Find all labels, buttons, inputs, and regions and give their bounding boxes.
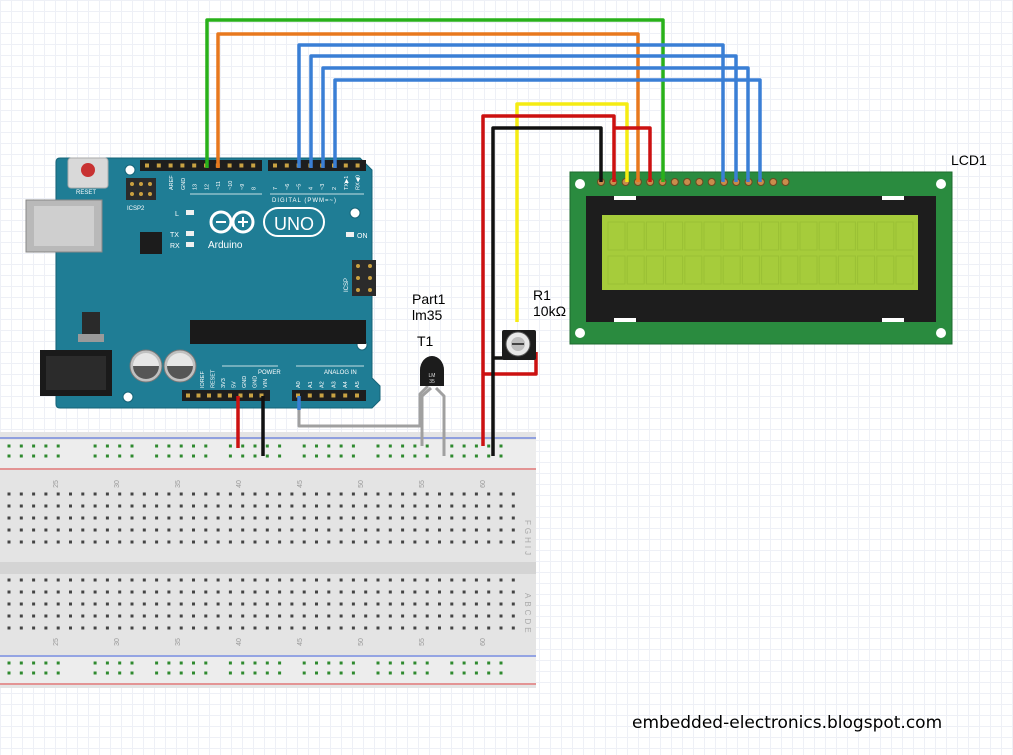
pin-label: RESET	[211, 369, 217, 388]
pin-label: 13	[193, 184, 199, 190]
column-number: 30	[114, 638, 121, 646]
microcontroller-chip	[190, 320, 366, 344]
icsp-label: ICSP	[344, 278, 350, 292]
pot-value-label: 10kΩ	[533, 303, 567, 319]
pin-label: GND	[253, 376, 259, 388]
lm35-temperature-sensor: LM 35	[420, 356, 444, 386]
analog-label: ANALOG IN	[324, 370, 357, 376]
lcd-label: LCD1	[951, 152, 987, 168]
lcd-screen	[602, 215, 918, 290]
sensor-marking-1: LM	[429, 373, 436, 379]
column-number: 45	[297, 638, 304, 646]
arduino-logo	[209, 207, 325, 237]
pin-label: 8	[252, 187, 258, 190]
footer-credit: embedded-electronics.blogspot.com	[632, 713, 943, 733]
model-name: UNO	[274, 214, 314, 234]
column-number: 30	[114, 480, 121, 488]
pin-label: ~10	[228, 181, 234, 190]
row-letters-top: FGHIJ	[523, 520, 532, 558]
pin-label: A3	[331, 381, 337, 388]
pin-label: A0	[296, 381, 302, 388]
wire-black-lcd	[491, 126, 603, 456]
column-number: 25	[53, 480, 60, 488]
column-number: 50	[358, 638, 365, 646]
wire-blue-d7	[333, 78, 762, 182]
pin-label: IOREF	[200, 371, 206, 388]
wire-blue-d5	[309, 54, 738, 182]
pin-label: GND	[242, 376, 248, 388]
on-label: ON	[357, 233, 368, 240]
pin-label: 7	[273, 187, 279, 190]
sensor-model-label: lm35	[412, 307, 443, 323]
pin-label: GND	[181, 178, 187, 190]
row-letters-bottom: ABCDE	[523, 593, 532, 636]
wire-orange	[216, 32, 640, 182]
digital-label: DIGITAL (PWM=~)	[272, 198, 337, 204]
sensor-ref-label: T1	[417, 333, 434, 349]
wires	[205, 18, 762, 456]
wire-grey-gnd	[434, 386, 446, 456]
pin-label: ~5	[297, 184, 303, 190]
pin-label: ~11	[216, 181, 222, 190]
column-number: 25	[53, 638, 60, 646]
potentiometer	[502, 330, 536, 360]
power-label: POWER	[258, 370, 281, 376]
column-number: 35	[175, 638, 182, 646]
wire-grey-signal	[297, 384, 430, 428]
pin-label: A2	[320, 381, 326, 388]
column-number: 60	[480, 480, 487, 488]
column-number: 55	[419, 638, 426, 646]
pin-label: TX▶1	[344, 176, 350, 190]
pin-label: RX◀0	[356, 175, 362, 190]
arduino-pin-labels: AREF GND 13 12 ~11 ~10 ~9 8 7 ~6 ~5 4 ~3 2 TX▶1 RX◀0IOR…	[169, 175, 362, 388]
pin-label: A4	[343, 381, 349, 388]
pin-label: AREF	[169, 175, 175, 190]
column-number: 50	[358, 480, 365, 488]
lcd-character-grid	[607, 221, 914, 285]
pin-label: ~9	[240, 184, 246, 190]
column-number: 55	[419, 480, 426, 488]
led-rx-label: RX	[170, 243, 180, 250]
led-l-label: L	[175, 211, 179, 218]
breadboard-column-numbers: 25 30 35 40 45 50 55 60	[53, 480, 487, 488]
column-number: 40	[236, 638, 243, 646]
wire-red-lcd	[481, 114, 616, 446]
breadboard-column-numbers-bottom: 25 30 35 40 45 50 55 60	[53, 638, 487, 646]
pin-label: 4	[308, 187, 314, 190]
column-number: 35	[175, 480, 182, 488]
wire-yellow	[515, 102, 629, 322]
pin-label: A5	[355, 381, 361, 388]
wire-green	[205, 18, 665, 182]
pin-label: 3V3	[221, 378, 227, 388]
column-number: 40	[236, 480, 243, 488]
lcd-16x2-module	[569, 171, 953, 345]
pin-label: VIN	[263, 379, 269, 388]
wire-grey-vcc	[420, 386, 432, 446]
pot-ref-label: R1	[533, 287, 551, 303]
pin-label: 2	[332, 187, 338, 190]
column-number: 60	[480, 638, 487, 646]
arduino-uno-board: RESET ICSP2 ICSP L TX RX ON	[25, 157, 381, 409]
breadboard-holes	[7, 444, 515, 675]
icsp2-label: ICSP2	[127, 206, 145, 212]
sensor-part-label: Part1	[412, 291, 446, 307]
pin-label: A1	[308, 381, 314, 388]
wire-red-pot	[483, 352, 538, 376]
pin-label: 12	[204, 184, 210, 190]
brand-name: Arduino	[208, 240, 243, 251]
led-tx-label: TX	[170, 232, 179, 239]
wire-blue-d6	[321, 66, 750, 182]
reset-label: RESET	[76, 190, 96, 196]
pin-label: ~6	[285, 184, 291, 190]
column-number: 45	[297, 480, 304, 488]
pin-label: 5V	[232, 381, 238, 388]
sensor-marking-2: 35	[429, 379, 435, 385]
pin-label: ~3	[320, 184, 326, 190]
wire-blue-d4	[297, 43, 725, 182]
wire-red-lcd2	[614, 126, 652, 182]
